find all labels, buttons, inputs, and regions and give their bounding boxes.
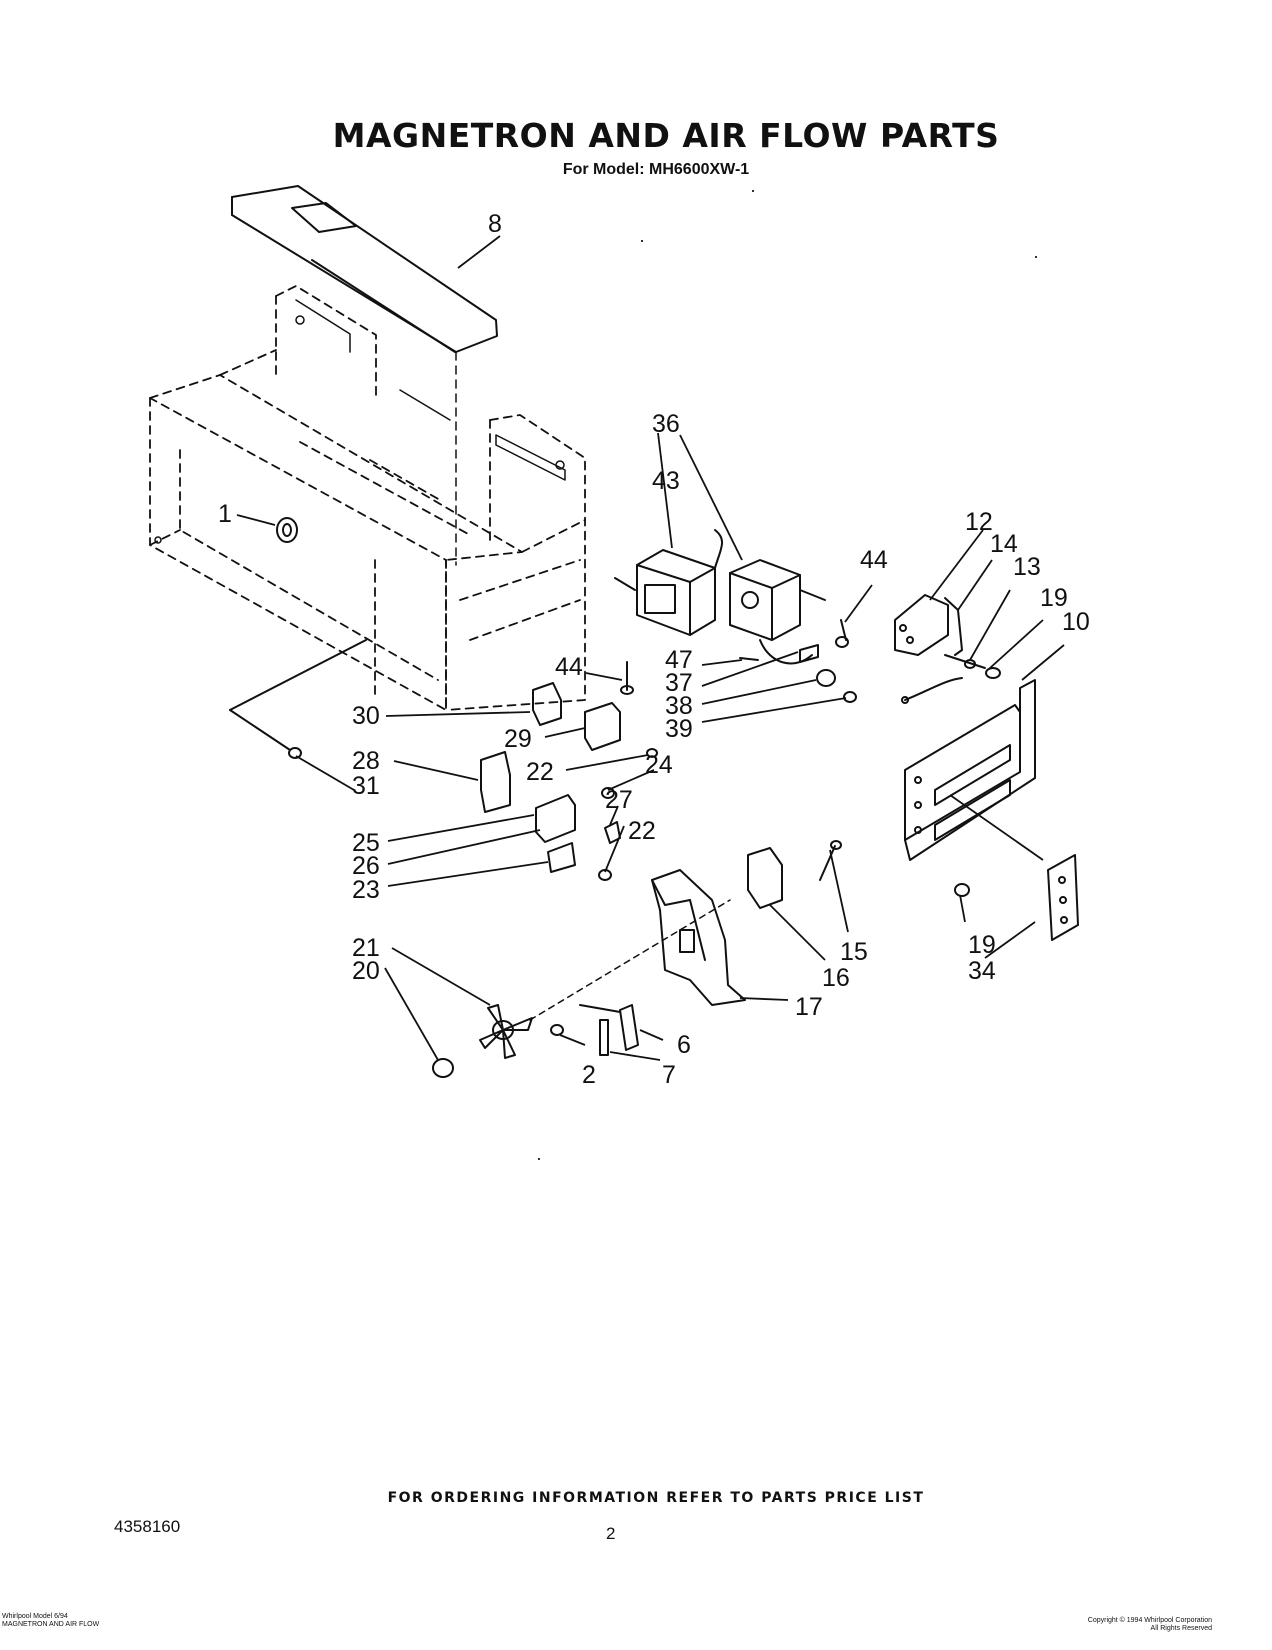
part-44-screw-right <box>835 619 849 648</box>
part-21-fan-blade <box>479 1004 533 1059</box>
callout-27: 27 <box>605 786 633 814</box>
part-22-screw-upper <box>646 748 658 758</box>
part-29-switch <box>584 702 621 751</box>
part-36-magnetron <box>729 559 826 665</box>
part-34-bracket <box>1047 854 1079 941</box>
callout-25: 25 <box>352 829 380 857</box>
part-38-thermostat <box>816 669 836 687</box>
callout-34: 34 <box>968 957 996 985</box>
callout-labels: 8 1 36 43 44 12 14 13 19 10 44 47 37 38 … <box>218 210 1090 1089</box>
footer-model-note: Whirlpool Model 6/94 MAGNETRON AND AIR F… <box>2 1613 100 1628</box>
callout-43: 43 <box>652 467 680 495</box>
part-39-screw <box>843 691 857 703</box>
callout-7: 7 <box>662 1061 676 1089</box>
callout-22-upper: 22 <box>526 758 554 786</box>
callout-13: 13 <box>1013 553 1041 581</box>
callout-29: 29 <box>504 725 532 753</box>
callout-12: 12 <box>965 508 993 536</box>
callout-47: 47 <box>665 646 693 674</box>
callout-36: 36 <box>652 410 680 438</box>
top-cover-panel <box>231 185 498 353</box>
callout-44-right: 44 <box>860 546 888 574</box>
callout-10: 10 <box>1062 608 1090 636</box>
callout-1: 1 <box>218 500 232 528</box>
callout-44-lower: 44 <box>555 653 583 681</box>
part-12-capacitor <box>894 594 949 656</box>
capacitor-lead-wire <box>901 677 963 704</box>
part-47-wire <box>739 657 759 661</box>
callout-15: 15 <box>840 938 868 966</box>
callout-20: 20 <box>352 957 380 985</box>
part-19-screw-lower <box>954 883 970 897</box>
callout-26: 26 <box>352 852 380 880</box>
callout-2: 2 <box>582 1061 596 1089</box>
part-24-screw <box>601 787 615 799</box>
part-1-grommet <box>276 517 298 543</box>
part-6-bracket <box>579 1004 639 1051</box>
callout-19-lower: 19 <box>968 931 996 959</box>
ordering-note: FOR ORDERING INFORMATION REFER TO PARTS … <box>387 1490 925 1506</box>
callout-24: 24 <box>645 751 673 779</box>
callout-31: 31 <box>352 772 380 800</box>
part-19-screw-upper <box>985 667 1001 679</box>
part-13-diode <box>944 654 986 669</box>
callout-17: 17 <box>795 993 823 1021</box>
page-title: MAGNETRON AND AIR FLOW PARTS <box>332 116 1000 155</box>
cabinet-details <box>154 299 566 566</box>
callout-23: 23 <box>352 876 380 904</box>
part-25-switch <box>535 794 576 843</box>
part-37-gasket <box>799 644 819 663</box>
part-31-screw <box>229 639 367 759</box>
part-30-switch <box>532 682 562 726</box>
callout-19-upper: 19 <box>1040 584 1068 612</box>
fan-axis-line <box>529 899 731 1021</box>
part-44-screw-lower <box>620 661 634 695</box>
callout-38: 38 <box>665 692 693 720</box>
callout-37: 37 <box>665 669 693 697</box>
callout-16: 16 <box>822 964 850 992</box>
part-28-switch <box>480 751 511 813</box>
callout-22-lower: 22 <box>628 817 656 845</box>
page-number: 2 <box>606 1524 616 1543</box>
callout-8: 8 <box>488 210 502 238</box>
callout-14: 14 <box>990 530 1018 558</box>
part-23-bracket <box>547 842 576 873</box>
document-number: 4358160 <box>114 1517 181 1536</box>
part-43-transformer <box>614 529 724 636</box>
cabinet-cavity-outline <box>149 285 586 711</box>
callout-30: 30 <box>352 702 380 730</box>
leader-lines <box>236 235 1065 1061</box>
callout-21: 21 <box>352 934 380 962</box>
part-2-bearing <box>550 1024 564 1036</box>
part-14-bracket <box>944 597 963 656</box>
part-15-screw <box>819 840 842 881</box>
callout-39: 39 <box>665 715 693 743</box>
footer-copyright: Copyright © 1994 Whirlpool Corporation A… <box>1087 1617 1212 1632</box>
scan-specks <box>538 190 1037 1160</box>
model-subtitle: For Model: MH6600XW-1 <box>562 161 750 178</box>
part-20-nut <box>432 1058 454 1078</box>
part-10-mounting-plate <box>904 679 1036 861</box>
callout-28: 28 <box>352 747 380 775</box>
part-7-shaft <box>599 1019 609 1056</box>
part-16-switch <box>747 847 783 909</box>
callout-6: 6 <box>677 1031 691 1059</box>
part-17-air-duct <box>651 869 746 1006</box>
